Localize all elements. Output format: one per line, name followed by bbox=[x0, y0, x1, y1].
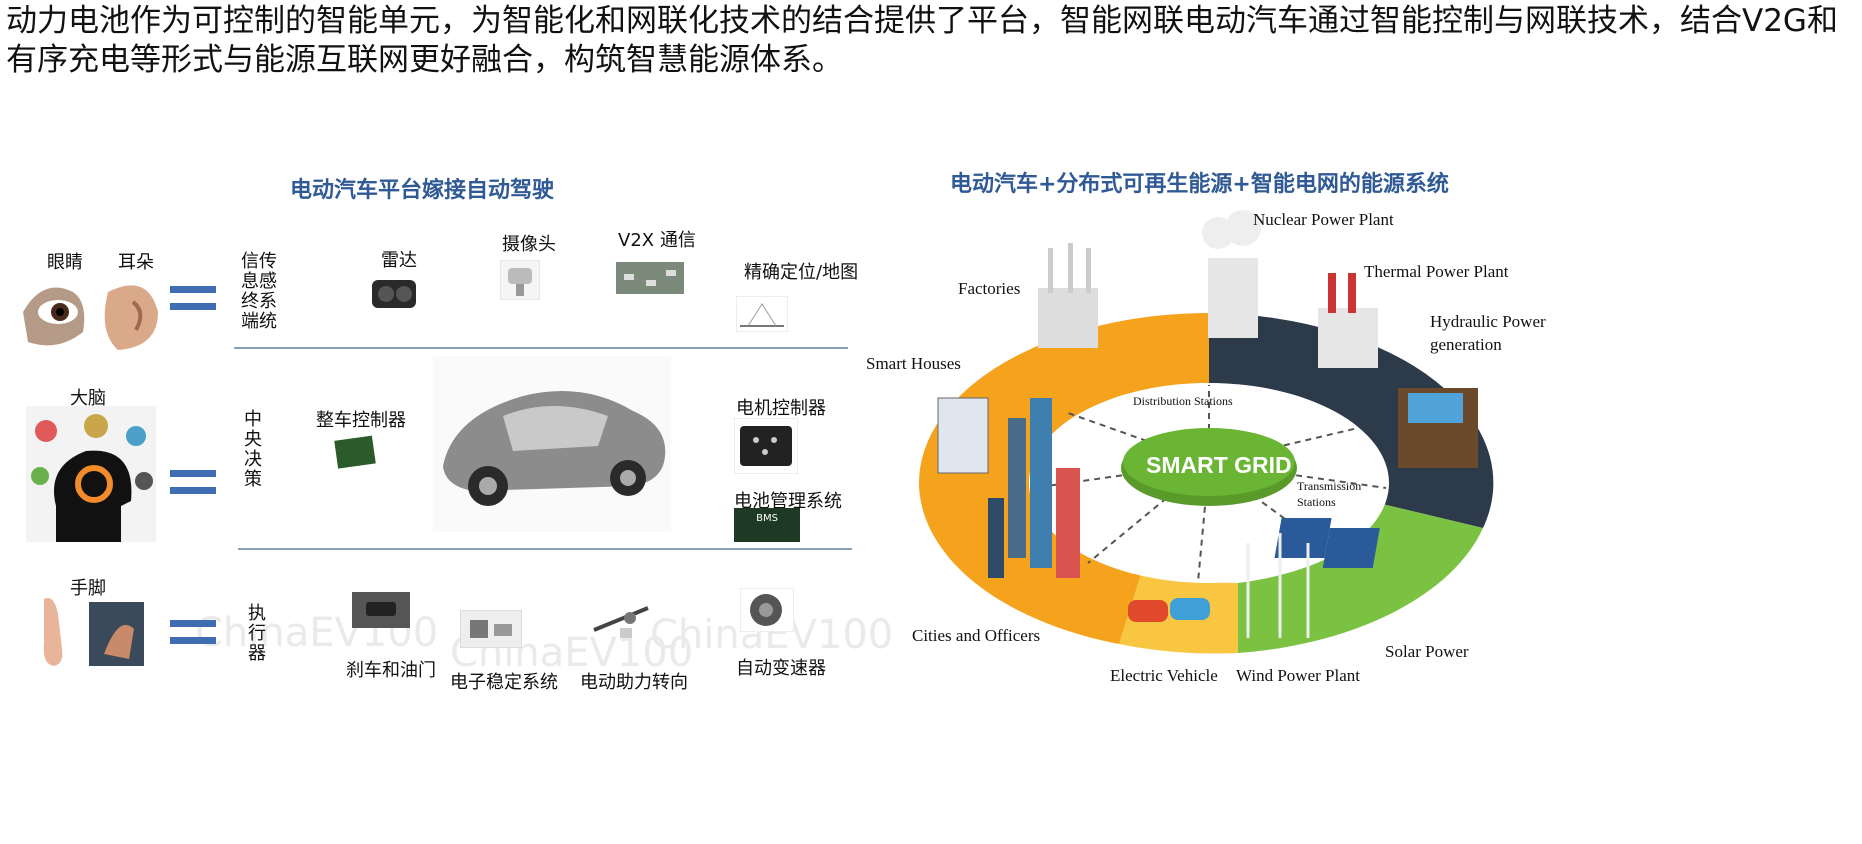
radar-label: 雷达 bbox=[381, 250, 417, 271]
ears-label: 耳朵 bbox=[118, 252, 154, 273]
esc-image bbox=[460, 610, 522, 648]
bms-label: 电池管理系统 bbox=[734, 491, 842, 512]
brake-throttle-label: 刹车和油门 bbox=[346, 660, 436, 681]
motor-controller-image bbox=[734, 418, 798, 474]
cities-label: Cities and Officers bbox=[912, 626, 1041, 645]
sense-system-label-col1: 信息终端 bbox=[241, 251, 259, 332]
v2x-label: V2X 通信 bbox=[618, 230, 696, 251]
eps-image bbox=[593, 606, 649, 638]
row-divider bbox=[234, 347, 848, 349]
right-diagram-title: 电动汽车+分布式可再生能源+智能电网的能源系统 bbox=[950, 172, 1449, 197]
nuclear-plant-label: Nuclear Power Plant bbox=[1253, 210, 1394, 229]
electric-vehicle-label: Electric Vehicle bbox=[1110, 666, 1218, 685]
transmission-image bbox=[740, 588, 794, 632]
eye-ear-image bbox=[18, 272, 163, 354]
solar-label: Solar Power bbox=[1385, 642, 1469, 661]
brain-image bbox=[26, 406, 156, 542]
row-divider bbox=[238, 548, 852, 550]
vehicle-cutaway-image bbox=[433, 356, 671, 532]
transmission-label: 自动变速器 bbox=[736, 658, 826, 679]
positioning-label: 精确定位/地图 bbox=[744, 262, 859, 283]
central-decision-label: 中央决策 bbox=[244, 409, 262, 490]
motor-controller-label: 电机控制器 bbox=[736, 398, 826, 419]
positioning-image bbox=[736, 296, 788, 332]
vcu-label: 整车控制器 bbox=[316, 410, 406, 431]
esc-label: 电子稳定系统 bbox=[450, 672, 558, 693]
equals-sign bbox=[170, 620, 216, 654]
brain-label: 大脑 bbox=[70, 388, 106, 409]
smart-grid-label: SMART GRID bbox=[1146, 452, 1292, 478]
camera-label: 摄像头 bbox=[502, 234, 556, 255]
transmission-label-en: Transmission Stations bbox=[1297, 479, 1362, 509]
left-diagram-title: 电动汽车平台嫁接自动驾驶 bbox=[290, 178, 555, 203]
pedal-image bbox=[352, 592, 410, 628]
eps-label: 电动助力转向 bbox=[580, 672, 688, 693]
actuator-label: 执行器 bbox=[248, 603, 266, 664]
smart-houses-label: Smart Houses bbox=[866, 354, 961, 373]
smart-grid-illustration bbox=[908, 198, 1510, 690]
hand-foot-image bbox=[43, 598, 144, 666]
sense-system-label-col2: 传感系统 bbox=[259, 251, 277, 332]
vcu-image bbox=[332, 432, 380, 472]
factories-label: Factories bbox=[958, 279, 1021, 298]
intro-paragraph: 动力电池作为可控制的智能单元，为智能化和网联化技术的结合提供了平台，智能网联电动… bbox=[6, 3, 1838, 78]
v2x-image bbox=[616, 262, 684, 294]
eyes-label: 眼睛 bbox=[47, 252, 83, 273]
wind-plant-label: Wind Power Plant bbox=[1236, 666, 1360, 685]
bms-image: BMS bbox=[734, 508, 800, 542]
camera-image bbox=[500, 260, 540, 300]
thermal-plant-label: Thermal Power Plant bbox=[1364, 262, 1509, 281]
equals-sign bbox=[170, 286, 216, 320]
distribution-label: Distribution Stations bbox=[1133, 394, 1233, 408]
equals-sign bbox=[170, 470, 216, 504]
hydraulic-label: Hydraulic Power generation bbox=[1430, 312, 1546, 354]
radar-image bbox=[366, 270, 422, 314]
limbs-label: 手脚 bbox=[70, 578, 106, 599]
